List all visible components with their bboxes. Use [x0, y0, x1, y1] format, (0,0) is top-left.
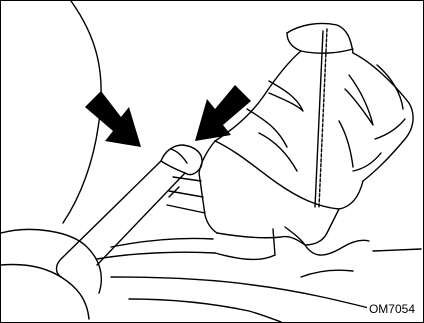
figure-code-label: OM7054: [367, 302, 417, 316]
handbrake-lever: [57, 145, 203, 277]
right-arrow: [195, 85, 251, 141]
gear-shift-boot: [215, 23, 413, 209]
left-arrow: [85, 91, 141, 147]
foreground-shapes: [1, 229, 381, 322]
